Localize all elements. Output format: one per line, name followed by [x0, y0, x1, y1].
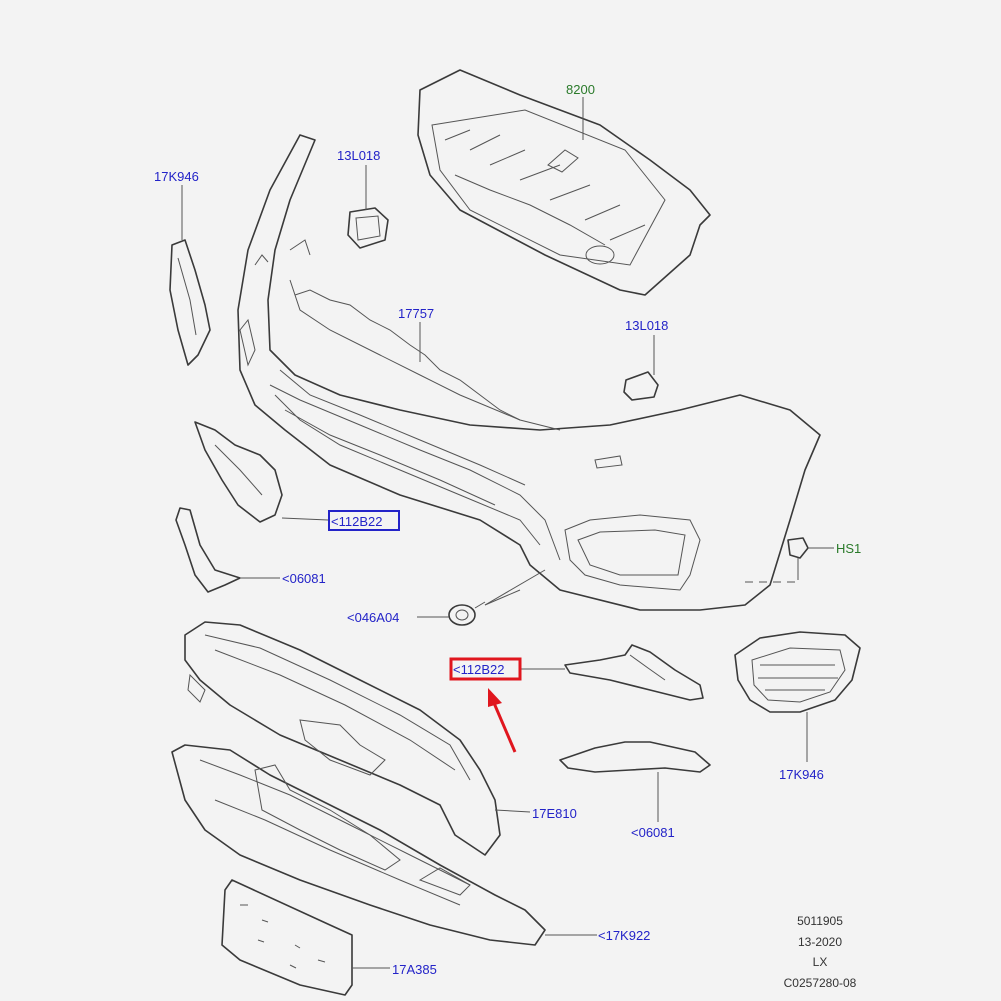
highlight-arrow	[488, 688, 517, 753]
label-bracket-left[interactable]: 17K946	[154, 169, 199, 184]
highlight-box-upper-left	[328, 510, 400, 531]
reference-block: 5011905 13-2020 LX C0257280-08	[784, 914, 857, 990]
label-clip-right[interactable]: 13L018	[625, 318, 668, 333]
upper-grille[interactable]	[417, 69, 711, 296]
bracket-left[interactable]	[169, 239, 211, 366]
ref-line-3: LX	[813, 955, 828, 969]
label-clip-top[interactable]: 13L018	[337, 148, 380, 163]
plate-bracket[interactable]	[221, 879, 353, 996]
bumper-cover[interactable]	[237, 134, 821, 611]
label-trim-right[interactable]: <06081	[631, 825, 675, 840]
trim-right[interactable]	[559, 741, 711, 773]
label-bumper-cover[interactable]: 17757	[398, 306, 434, 321]
label-fog-grille-right[interactable]: 17K946	[779, 767, 824, 782]
label-plate-bracket[interactable]: 17A385	[392, 962, 437, 977]
ref-line-1: 5011905	[797, 914, 843, 928]
fog-grille-right[interactable]	[734, 631, 861, 713]
trim-left[interactable]	[175, 507, 241, 593]
lower-grille[interactable]	[184, 621, 501, 856]
label-screw[interactable]: HS1	[836, 541, 861, 556]
bracket-upper-left[interactable]	[194, 421, 283, 523]
label-trim-left[interactable]: <06081	[282, 571, 326, 586]
label-bracket-right[interactable]: <112B22	[453, 662, 504, 677]
bracket-right[interactable]	[564, 644, 704, 701]
screw[interactable]	[787, 537, 809, 580]
ref-line-4: C0257280-08	[784, 976, 857, 990]
label-bracket-upper-left[interactable]: <112B22	[331, 514, 382, 529]
label-lower-grille[interactable]: 17E810	[532, 806, 577, 821]
clip-right[interactable]	[623, 371, 659, 401]
label-grille[interactable]: 8200	[566, 82, 595, 97]
label-sensor[interactable]: <046A04	[347, 610, 399, 625]
parking-sensor[interactable]	[448, 601, 486, 626]
undertray[interactable]	[171, 744, 546, 946]
label-undertray[interactable]: <17K922	[598, 928, 650, 943]
highlight-box-right	[449, 657, 522, 681]
clip-top[interactable]	[347, 207, 389, 249]
ref-line-2: 13-2020	[798, 935, 842, 949]
